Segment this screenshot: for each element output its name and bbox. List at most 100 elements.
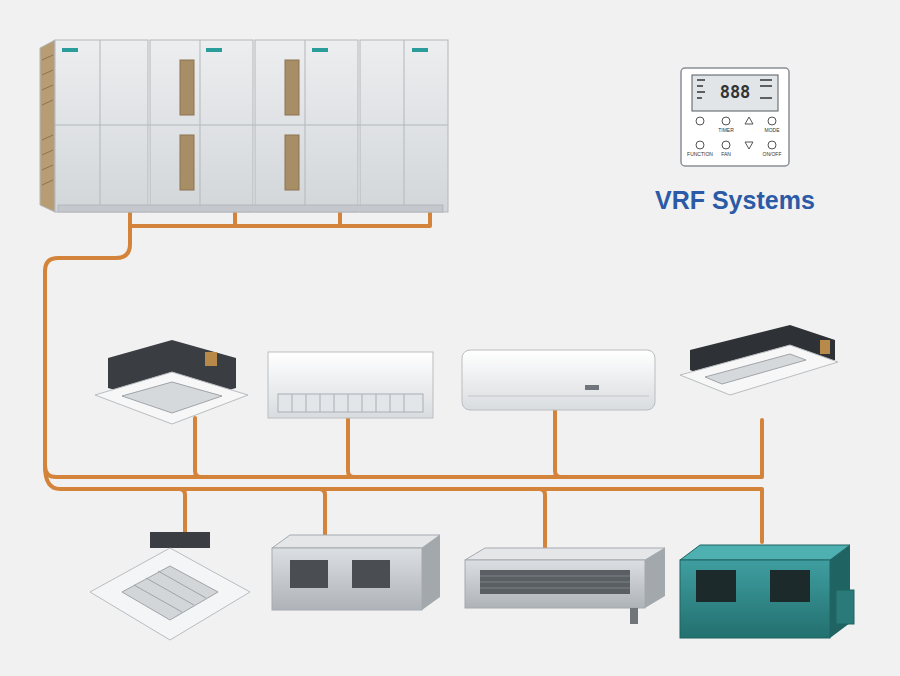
outdoor-units xyxy=(40,40,448,212)
cassette-grille xyxy=(122,382,222,413)
lcd-digits: 888 xyxy=(720,84,751,101)
unit-body xyxy=(268,352,433,418)
control-button xyxy=(696,117,704,125)
pipe xyxy=(45,226,762,477)
outdoor-cabinet xyxy=(360,40,448,212)
duct-unit xyxy=(272,535,440,610)
fan-outlet xyxy=(352,560,390,588)
coil-grille xyxy=(42,55,53,185)
pipe xyxy=(130,212,430,226)
fan-outlet xyxy=(696,570,736,602)
down-button xyxy=(745,142,753,149)
unit-top xyxy=(680,545,850,560)
pipe xyxy=(338,212,342,226)
up-button xyxy=(745,117,753,124)
grille-line xyxy=(42,70,53,75)
grille-line xyxy=(42,165,53,170)
unit-side xyxy=(645,548,665,608)
slim-duct-unit xyxy=(465,548,665,624)
control-button xyxy=(722,117,730,125)
grille-line xyxy=(42,55,53,60)
unit-side xyxy=(422,535,440,610)
button-label: FAN xyxy=(721,152,731,157)
four-way-cassette xyxy=(90,532,250,640)
grille xyxy=(180,135,194,190)
controller-body xyxy=(681,68,789,166)
unit-top xyxy=(272,535,440,548)
panel-seam xyxy=(200,40,201,212)
outdoor-cabinet xyxy=(255,40,358,212)
control-box xyxy=(836,590,854,624)
button-label: FUNCTION xyxy=(687,152,713,157)
button-label: ON/OFF xyxy=(763,152,782,157)
brand-badge xyxy=(412,48,428,52)
cassette-panel xyxy=(95,372,248,424)
pipe xyxy=(348,418,354,477)
unit-foot xyxy=(58,205,443,212)
grille-lines xyxy=(134,571,206,612)
air-slot xyxy=(705,354,806,384)
unit-front xyxy=(272,548,422,610)
grille-line xyxy=(42,85,53,90)
grille-line xyxy=(42,150,53,155)
pipe xyxy=(179,489,185,532)
button-label: MODE xyxy=(765,128,780,133)
brand-badge xyxy=(206,48,222,52)
diagram-title: VRF Systems xyxy=(655,186,815,215)
pipe xyxy=(555,410,561,477)
panel-seam xyxy=(305,40,306,212)
brand-badge xyxy=(312,48,328,52)
fan-outlet xyxy=(770,570,810,602)
cassette-body xyxy=(150,532,210,548)
cassette-panel xyxy=(90,548,250,640)
floor-ceiling-unit xyxy=(268,352,433,418)
grille-lines xyxy=(480,576,630,588)
unit-top xyxy=(465,548,665,560)
control-button xyxy=(696,141,704,149)
lcd-screen xyxy=(692,75,778,111)
wall-mounted-unit xyxy=(462,350,655,410)
pipe xyxy=(539,489,545,548)
grille-line xyxy=(42,135,53,140)
grille-line xyxy=(42,100,53,105)
outdoor-cabinet xyxy=(55,40,148,212)
grille-line xyxy=(42,180,53,185)
drain-pipe xyxy=(630,608,638,624)
louver xyxy=(278,394,423,412)
four-way-cassette xyxy=(95,340,248,424)
unit-body xyxy=(462,350,655,410)
control-button xyxy=(768,141,776,149)
unit-front xyxy=(465,560,645,608)
pipe-fitting xyxy=(205,352,217,366)
control-button xyxy=(768,117,776,125)
outdoor-cabinet xyxy=(150,40,253,212)
fan-outlet xyxy=(290,560,328,588)
coil-side xyxy=(40,40,55,212)
pipe xyxy=(233,212,237,226)
one-way-cassette xyxy=(680,325,838,395)
display xyxy=(585,385,599,390)
grille xyxy=(285,135,299,190)
wired-controller xyxy=(681,68,789,166)
cassette-grille xyxy=(122,566,218,620)
grille xyxy=(285,60,299,115)
cassette-panel xyxy=(680,345,838,395)
brand-badge xyxy=(62,48,78,52)
control-button xyxy=(722,141,730,149)
air-grille xyxy=(480,570,630,594)
panel-seam xyxy=(55,125,448,126)
panel-seam xyxy=(100,40,101,212)
panel-seam xyxy=(404,40,405,212)
pipe xyxy=(195,418,201,477)
grille xyxy=(180,60,194,115)
refrigerant-pipes xyxy=(45,212,762,548)
pipe-fitting xyxy=(820,340,830,354)
unit-front xyxy=(680,560,830,638)
pipe xyxy=(45,466,762,542)
high-static-duct-unit xyxy=(680,545,854,638)
pipe xyxy=(319,489,325,540)
panel-edge xyxy=(468,396,649,397)
button-label: TIMER xyxy=(718,128,734,133)
